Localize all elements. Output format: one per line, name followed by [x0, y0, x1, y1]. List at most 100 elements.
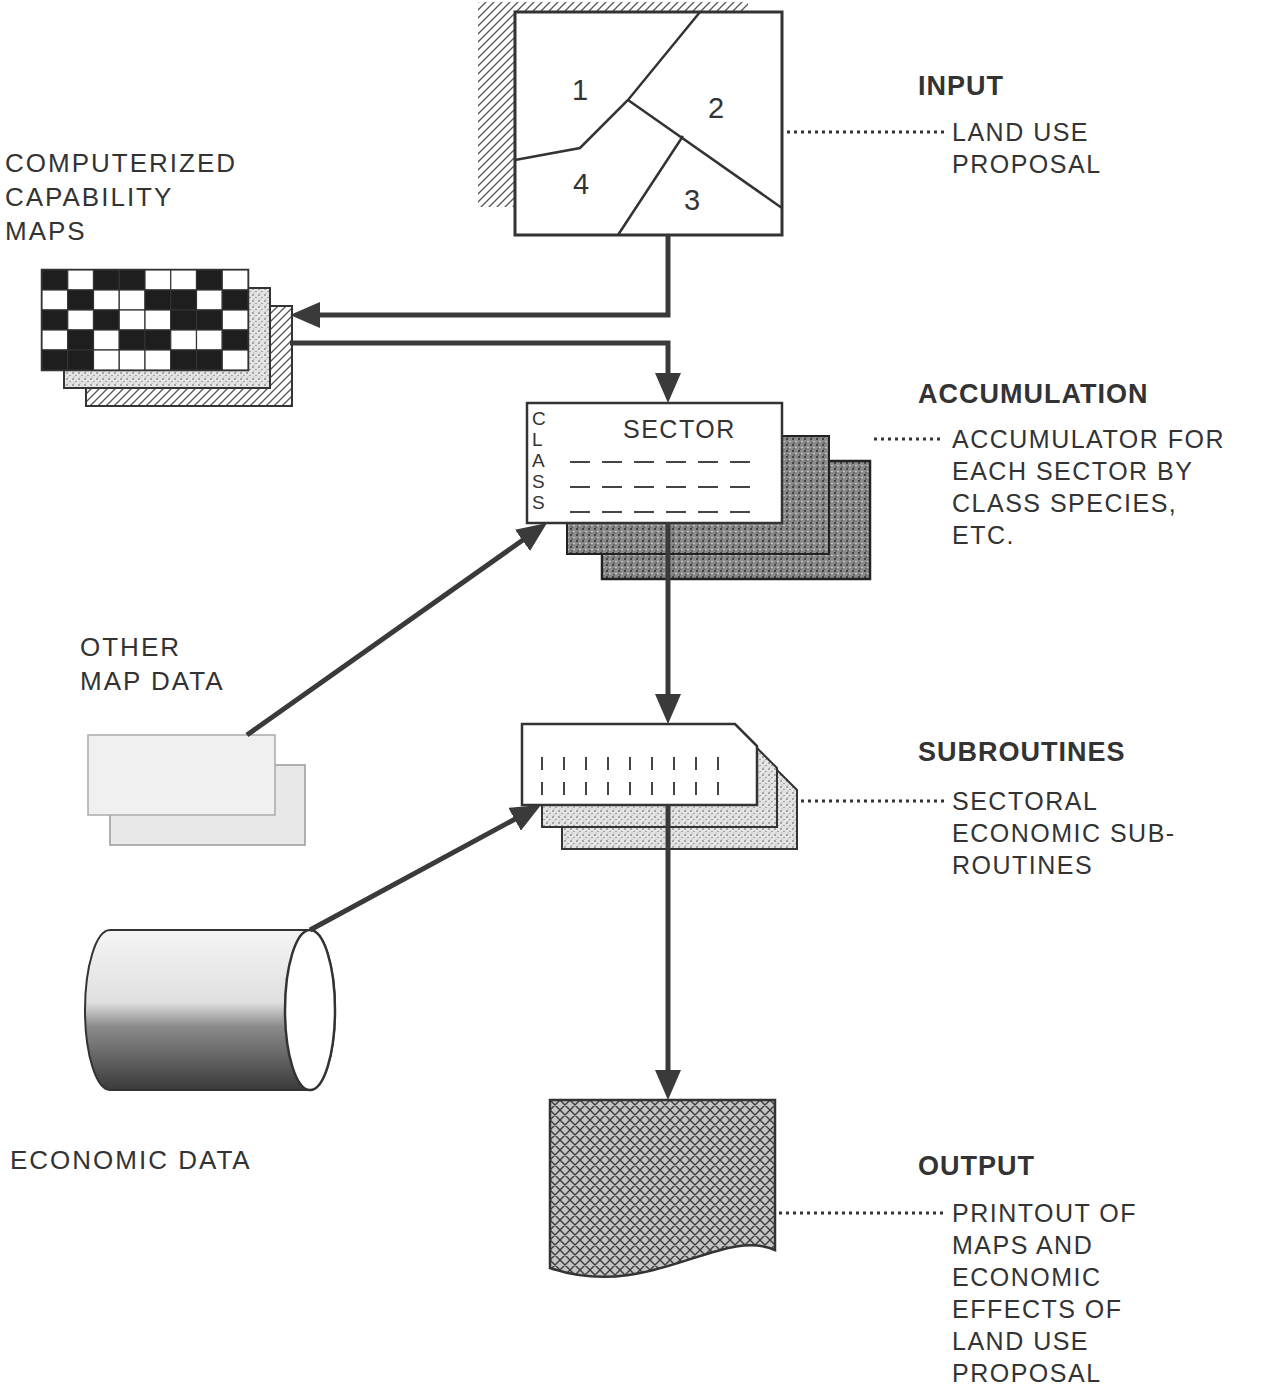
- capability-maps: COMPUTERIZED CAPABILITY MAPS: [42, 270, 290, 406]
- grid-cell: [42, 290, 68, 310]
- tick-mark: [651, 782, 653, 795]
- region-number: 4: [573, 168, 589, 200]
- map-sheets: [88, 735, 305, 845]
- tick-mark: [695, 782, 697, 795]
- grid-cell: [145, 330, 171, 350]
- economic-data-drum: ECONOMIC DATA: [85, 930, 335, 1090]
- tick-mark: [541, 757, 543, 770]
- tick-mark: [585, 757, 587, 770]
- grid-cell: [42, 310, 68, 330]
- grid-cell: [94, 270, 120, 290]
- leader-line: [787, 131, 944, 134]
- stage-description: ACCUMULATOR FOR EACH SECTOR BY CLASS SPE…: [952, 423, 1226, 551]
- grid-cell: [68, 330, 94, 350]
- stage-heading: SUBROUTINES: [918, 736, 1126, 768]
- grid-cell: [145, 350, 171, 370]
- stage-description: LAND USE PROPOSAL: [952, 116, 1162, 180]
- grid-cell: [197, 270, 223, 290]
- tick-mark: [717, 757, 719, 770]
- tick-mark: [563, 757, 565, 770]
- capability-map-stack: [42, 270, 292, 406]
- accumulator-stack: [527, 403, 870, 579]
- grid-cell: [197, 350, 223, 370]
- tick-mark: [541, 782, 543, 795]
- flow-arrow: [310, 235, 668, 315]
- grid-cell: [171, 350, 197, 370]
- tick-mark: [563, 782, 565, 795]
- grid-cell: [68, 270, 94, 290]
- grid-cell: [197, 290, 223, 310]
- grid-cell: [145, 310, 171, 330]
- land-use-map: [478, 2, 782, 235]
- tick-mark: [629, 782, 631, 795]
- grid-cell: [94, 290, 120, 310]
- grid-cell: [222, 290, 248, 310]
- output-printout: OUTPUTPRINTOUT OF MAPS AND ECONOMIC EFFE…: [550, 1100, 775, 1275]
- flow-arrow: [247, 535, 531, 735]
- grid-cell: [171, 310, 197, 330]
- region-number: 2: [708, 92, 724, 124]
- accumulator-card: CLASSSECTORACCUMULATIONACCUMULATOR FOR E…: [527, 403, 782, 523]
- grid-cell: [68, 310, 94, 330]
- input-map: 1243INPUTLAND USE PROPOSAL: [515, 12, 782, 235]
- stage-description: PRINTOUT OF MAPS AND ECONOMIC EFFECTS OF…: [952, 1197, 1157, 1389]
- tick-mark: [607, 782, 609, 795]
- axis-label: SECTOR: [623, 413, 736, 445]
- grid-cell: [119, 290, 145, 310]
- tick-mark: [607, 757, 609, 770]
- source-label: COMPUTERIZED CAPABILITY MAPS: [5, 146, 260, 248]
- flow-arrow: [666, 523, 671, 704]
- grid-cell: [222, 270, 248, 290]
- grid-cell: [222, 350, 248, 370]
- grid-cell: [197, 310, 223, 330]
- grid-cell: [94, 350, 120, 370]
- stage-heading: INPUT: [918, 70, 1004, 102]
- region-number: 1: [572, 74, 588, 106]
- grid-cell: [119, 350, 145, 370]
- tick-mark: [717, 782, 719, 795]
- tick-mark: [629, 757, 631, 770]
- leader-line: [779, 132, 944, 1213]
- subroutine-sheets: [522, 724, 797, 849]
- stage-heading: OUTPUT: [918, 1150, 1035, 1182]
- grid-cell: [197, 330, 223, 350]
- grid-cell: [222, 330, 248, 350]
- leader-line: [779, 1212, 944, 1215]
- region-number: 3: [684, 184, 700, 216]
- grid-cell: [68, 290, 94, 310]
- printout-sheet: [550, 1100, 775, 1277]
- data-drum: [85, 930, 335, 1090]
- tick-mark: [673, 782, 675, 795]
- tick-mark: [651, 757, 653, 770]
- grid-cell: [68, 350, 94, 370]
- axis-label: CLASS: [532, 409, 551, 513]
- tick-mark: [585, 782, 587, 795]
- grid-cell: [119, 270, 145, 290]
- tick-mark: [695, 757, 697, 770]
- grid-cell: [145, 270, 171, 290]
- stage-heading: ACCUMULATION: [918, 378, 1148, 410]
- grid-cell: [171, 330, 197, 350]
- grid-cell: [171, 290, 197, 310]
- subroutine-card: SUBROUTINESSECTORAL ECONOMIC SUB-ROUTINE…: [522, 724, 757, 805]
- grid-cell: [42, 270, 68, 290]
- grid-cell: [145, 290, 171, 310]
- grid-cell: [222, 310, 248, 330]
- grid-cell: [42, 330, 68, 350]
- other-map-data: OTHER MAP DATA: [88, 735, 275, 815]
- grid-cell: [42, 350, 68, 370]
- grid-cell: [94, 310, 120, 330]
- grid-cell: [94, 330, 120, 350]
- flow-arrow: [310, 815, 523, 930]
- leader-line: [801, 800, 944, 803]
- flow-arrow: [666, 805, 671, 1080]
- source-label: ECONOMIC DATA: [10, 1143, 310, 1177]
- tick-mark: [673, 757, 675, 770]
- flow-arrow: [290, 343, 668, 383]
- grid-cell: [119, 310, 145, 330]
- grid-cell: [119, 330, 145, 350]
- leader-line: [874, 438, 944, 441]
- source-label: OTHER MAP DATA: [80, 630, 238, 698]
